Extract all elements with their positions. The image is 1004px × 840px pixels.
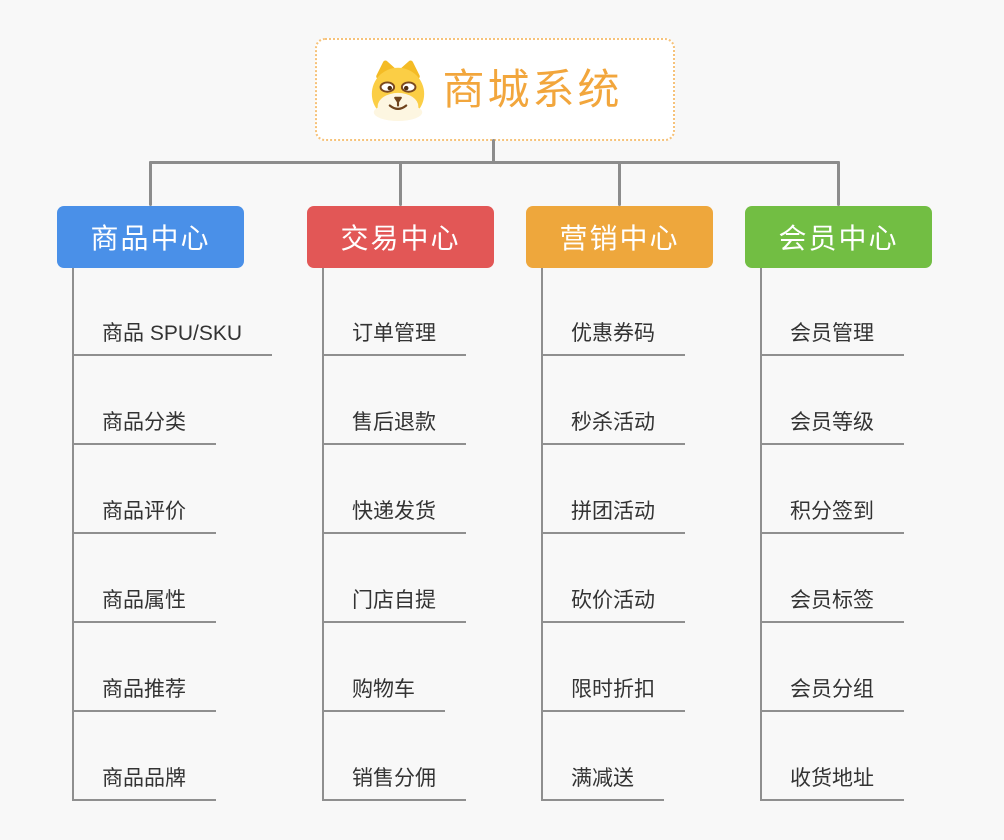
leaf-label: 购物车 [352, 678, 415, 701]
leaf-label: 商品 SPU/SKU [102, 322, 243, 345]
leaf-label: 订单管理 [352, 322, 436, 345]
leaf-node[interactable]: 快递发货 [322, 499, 466, 534]
connector-line [837, 161, 840, 206]
leaf-label: 收货地址 [790, 767, 874, 790]
leaf-label: 砍价活动 [571, 589, 655, 612]
leaf-node[interactable]: 商品评价 [72, 499, 216, 534]
leaf-node[interactable]: 购物车 [322, 677, 445, 712]
leaf-node[interactable]: 满减送 [541, 766, 664, 801]
connector-line [618, 161, 621, 206]
leaf-node[interactable]: 砍价活动 [541, 588, 685, 623]
leaf-node[interactable]: 会员等级 [760, 410, 904, 445]
branch-label: 交易中心 [340, 223, 461, 254]
connector-line [149, 161, 840, 164]
leaf-node[interactable]: 订单管理 [322, 321, 466, 356]
branch-label: 商品中心 [90, 223, 211, 254]
leaf-label: 会员管理 [790, 322, 874, 345]
branch-label: 营销中心 [559, 223, 680, 254]
leaf-node[interactable]: 限时折扣 [541, 677, 685, 712]
leaf-node[interactable]: 会员管理 [760, 321, 904, 356]
leaf-label: 商品品牌 [102, 767, 186, 790]
leaf-node[interactable]: 会员分组 [760, 677, 904, 712]
leaf-label: 门店自提 [352, 589, 436, 612]
leaf-label: 秒杀活动 [571, 411, 655, 434]
leaf-label: 商品分类 [102, 411, 186, 434]
leaf-node[interactable]: 拼团活动 [541, 499, 685, 534]
leaf-label: 商品推荐 [102, 678, 186, 701]
root-node[interactable]: 商城系统 [315, 38, 675, 141]
leaf-node[interactable]: 优惠券码 [541, 321, 685, 356]
connector-line [149, 161, 152, 206]
leaf-label: 积分签到 [790, 500, 874, 523]
leaf-label: 优惠券码 [571, 322, 655, 345]
leaf-label: 限时折扣 [571, 678, 655, 701]
leaf-node[interactable]: 商品属性 [72, 588, 216, 623]
branch-node[interactable]: 交易中心 [307, 206, 494, 268]
leaf-node[interactable]: 收货地址 [760, 766, 904, 801]
connector-line [492, 139, 495, 164]
leaf-node[interactable]: 商品 SPU/SKU [72, 321, 273, 356]
leaf-node[interactable]: 售后退款 [322, 410, 466, 445]
leaf-label: 拼团活动 [571, 500, 655, 523]
leaf-node[interactable]: 积分签到 [760, 499, 904, 534]
leaf-label: 会员分组 [790, 678, 874, 701]
leaf-label: 快递发货 [352, 500, 436, 523]
leaf-label: 会员等级 [790, 411, 874, 434]
leaf-label: 销售分佣 [352, 767, 436, 790]
leaf-node[interactable]: 秒杀活动 [541, 410, 685, 445]
branch-node[interactable]: 会员中心 [745, 206, 932, 268]
leaf-label: 会员标签 [790, 589, 874, 612]
leaf-node[interactable]: 商品分类 [72, 410, 216, 445]
leaf-node[interactable]: 销售分佣 [322, 766, 466, 801]
dog-face-icon [367, 59, 429, 121]
leaf-label: 满减送 [571, 767, 634, 790]
leaf-node[interactable]: 商品品牌 [72, 766, 216, 801]
leaf-label: 售后退款 [352, 411, 436, 434]
leaf-label: 商品评价 [102, 500, 186, 523]
leaf-node[interactable]: 会员标签 [760, 588, 904, 623]
branch-label: 会员中心 [778, 223, 899, 254]
branch-node[interactable]: 商品中心 [57, 206, 244, 268]
leaf-node[interactable]: 商品推荐 [72, 677, 216, 712]
root-label: 商城系统 [442, 65, 623, 113]
leaf-node[interactable]: 门店自提 [322, 588, 466, 623]
branch-node[interactable]: 营销中心 [526, 206, 713, 268]
leaf-label: 商品属性 [102, 589, 186, 612]
connector-line [399, 161, 402, 206]
